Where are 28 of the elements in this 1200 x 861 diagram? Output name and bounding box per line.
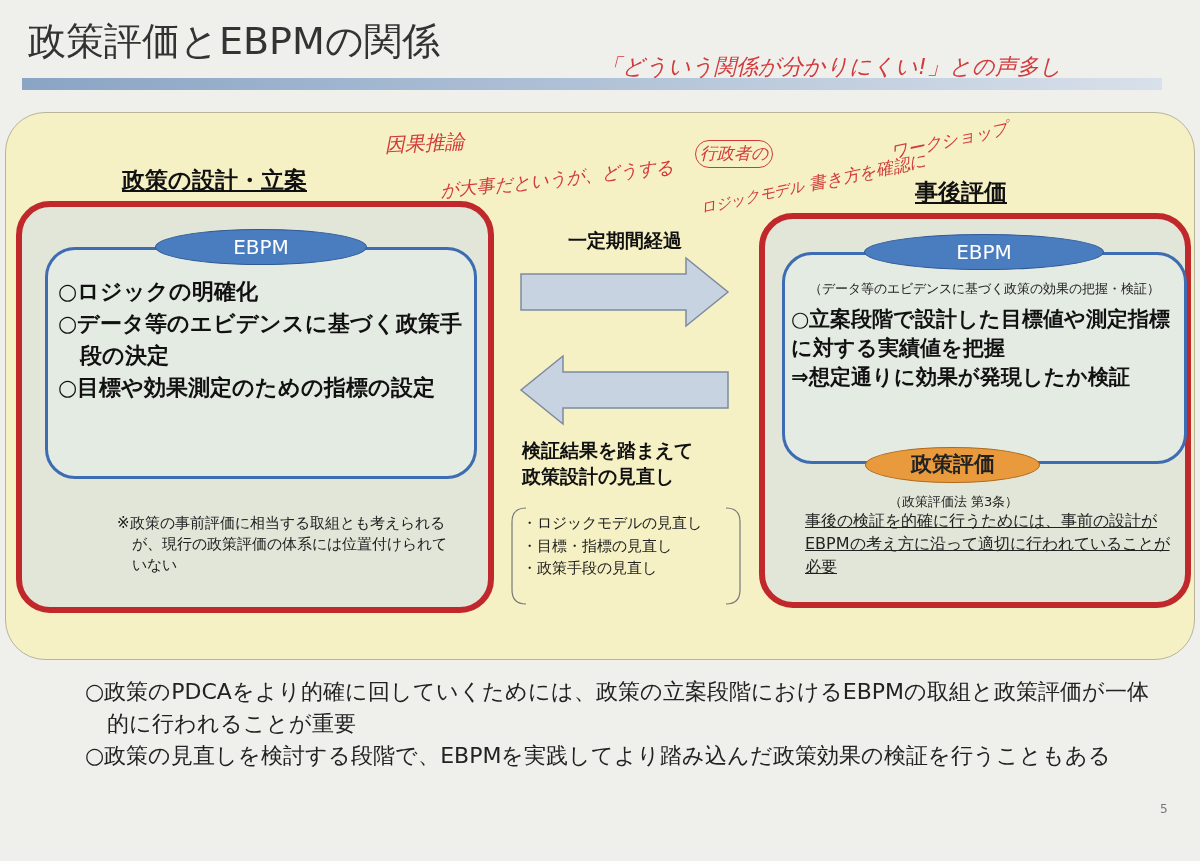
handwritten-note: 「どういう関係が分かりにくい!」との声多し xyxy=(600,53,1062,81)
edge-label: 一定期間経過 xyxy=(567,228,683,253)
bullet-text: ○目標や効果測定のための指標の設定 xyxy=(58,373,437,402)
edge-label: 検証結果を踏まえて政策設計の見直し xyxy=(522,438,694,489)
ebpm-label: EBPM xyxy=(233,234,289,261)
note-text: ※政策の事前評価に相当する取組とも考えられるが、現行の政策評価の体系には位置付けられていない xyxy=(117,513,448,576)
section-heading: 事後評価 xyxy=(915,178,1007,207)
list-item: ・政策手段の見直し xyxy=(522,558,658,579)
handwritten-note: ロジックモデル xyxy=(698,176,807,219)
background-panel xyxy=(5,112,1195,660)
law-reference: （政策評価法 第3条） xyxy=(887,493,1020,511)
section-heading: 政策の設計・立案 xyxy=(122,166,307,195)
list-item: ・目標・指標の見直し xyxy=(522,535,673,557)
evaluation-label: 政策評価 xyxy=(910,451,995,479)
ebpm-label: EBPM xyxy=(956,239,1012,266)
note-text: 事後の検証を的確に行うためには、事前の設計がEBPMの考え方に沿って適切に行われていることが必要 xyxy=(805,510,1171,579)
bullet-text: ○データ等のエビデンスに基づく政策手段の決定 xyxy=(58,309,464,370)
list-item: ・ロジックモデルの見直し xyxy=(522,513,703,534)
page-number: 5 xyxy=(1160,801,1168,818)
bullet-text: ○ロジックの明確化 xyxy=(58,278,260,306)
subtitle-text: （データ等のエビデンスに基づく政策の効果の把握・検証） xyxy=(808,280,1161,298)
block-arrow xyxy=(520,256,730,328)
block-arrow xyxy=(519,354,729,426)
title: 政策評価とEBPMの関係 xyxy=(28,22,440,60)
summary-text: ○政策の見直しを検討する段階で、EBPMを実践してより踏み込んだ政策効果の検証を行うこともある xyxy=(85,741,1113,770)
summary-text: ○政策のPDCAをより的確に回していくためには、政策の立案段階におけるEBPMの取組と政策評価が一体的に行われることが重要 xyxy=(85,678,1151,738)
bullet-text: ⇒想定通りに効果が発現したか検証 xyxy=(791,364,1131,392)
bullet-text: ○立案段階で設計した目標値や測定指標に対する実績値を把握 xyxy=(791,305,1172,362)
